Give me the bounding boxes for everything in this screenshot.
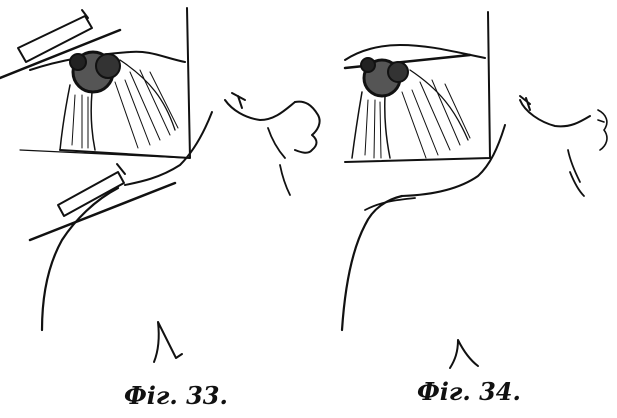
fig34-head-profile bbox=[520, 96, 607, 196]
figure-34-caption: Фіг. 34. bbox=[417, 380, 521, 404]
fig34-shoulder-drawing bbox=[342, 96, 607, 368]
fig34-humeral-head bbox=[361, 58, 408, 96]
figure-33-caption: Фіг. 33. bbox=[124, 384, 228, 408]
fig34-xray-inset bbox=[345, 12, 490, 162]
